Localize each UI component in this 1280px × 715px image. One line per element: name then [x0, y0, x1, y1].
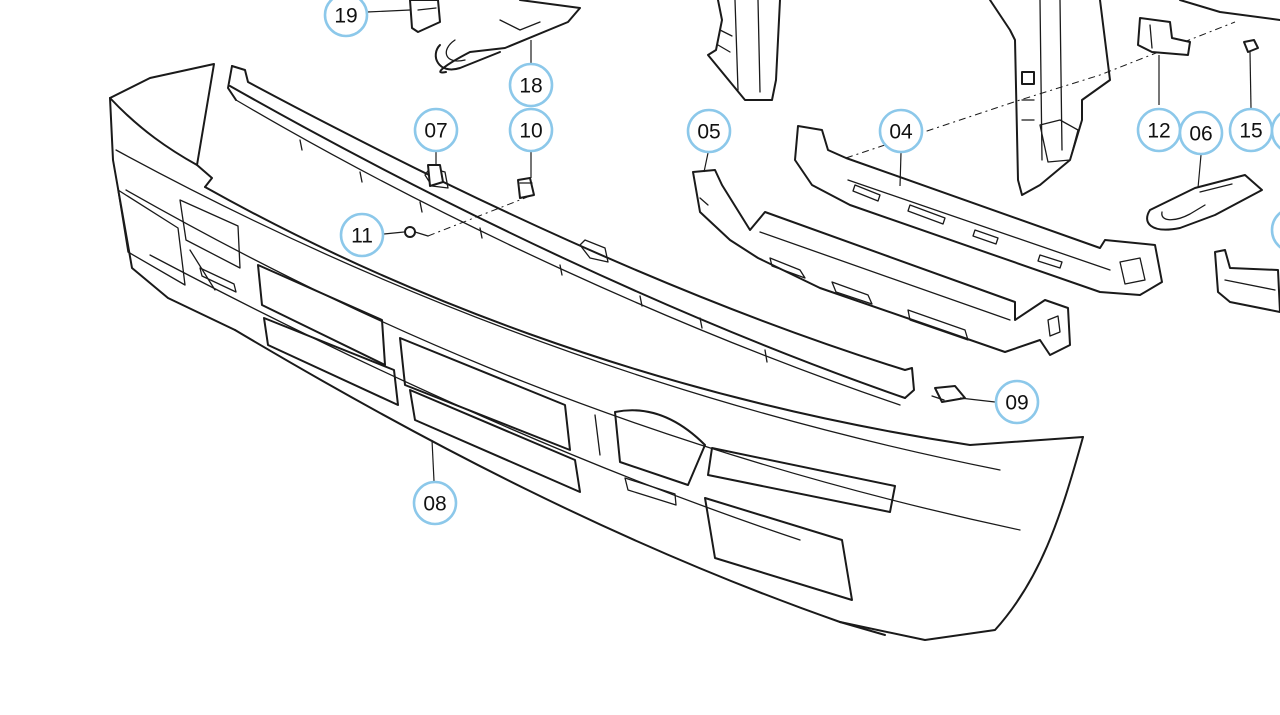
callout-label: 15 — [1239, 120, 1262, 143]
callout-circle — [508, 62, 554, 108]
callout-label: 05 — [697, 121, 720, 144]
callout-circle — [994, 379, 1040, 425]
callout-circle — [323, 0, 369, 38]
bracket-12 — [1137, 17, 1191, 56]
callout-label: 11 — [351, 225, 373, 248]
callout-06: 06 — [1178, 110, 1224, 156]
assembly-line-04 — [845, 21, 1236, 159]
tow-hook-plate-06 — [1146, 174, 1263, 231]
callout-circle — [339, 212, 385, 258]
callout-label: 10 — [519, 120, 542, 143]
center-vertical-bracket — [707, 0, 781, 101]
callout-label: 06 — [1189, 123, 1212, 146]
callout-label: 04 — [889, 121, 913, 144]
screw-11 — [404, 226, 429, 238]
callout-11: 11 — [339, 212, 385, 258]
top-bracket-19 — [409, 0, 441, 33]
assembly-line-11 — [427, 195, 531, 237]
callout-partial-edge-top — [1270, 112, 1280, 150]
callout-circle — [686, 108, 732, 154]
callout-label: 18 — [519, 75, 542, 98]
callout-10: 10 — [508, 107, 554, 153]
callout-05: 05 — [686, 108, 732, 154]
callout-circle — [1178, 110, 1224, 156]
support-bracket-05 — [692, 169, 1071, 356]
callout-label: 08 — [423, 493, 446, 516]
bumper-cover — [109, 63, 1084, 641]
callout-04: 04 — [878, 108, 924, 154]
bumper-reinforcement-strip — [227, 65, 915, 406]
callout-09: 09 — [994, 379, 1040, 425]
tow-hook-clip-18 — [434, 0, 581, 74]
clip-07 — [427, 164, 444, 187]
callout-08: 08 — [412, 480, 458, 526]
callout-07: 07 — [413, 107, 459, 153]
callout-18: 18 — [508, 62, 554, 108]
callout-label: 19 — [334, 5, 357, 28]
callout-layer: 19 18 07 10 11 05 04 12 06 15 09 08 — [323, 0, 1274, 526]
callout-circle — [412, 480, 458, 526]
callout-15: 15 — [1228, 107, 1274, 153]
screw-15 — [1243, 39, 1259, 53]
support-rail-04 — [794, 125, 1163, 296]
clip-10 — [517, 177, 535, 199]
clip-09 — [931, 385, 966, 403]
right-vertical-pillar — [989, 0, 1280, 196]
callout-circle — [878, 108, 924, 154]
callout-circle — [413, 107, 459, 153]
callout-label: 07 — [424, 120, 447, 143]
callout-19: 19 — [323, 0, 369, 38]
callout-label: 12 — [1147, 120, 1170, 143]
right-edge-bracket — [1214, 249, 1280, 313]
callout-circle — [508, 107, 554, 153]
callout-partial-edge — [1270, 211, 1280, 249]
callout-label: 09 — [1005, 392, 1028, 415]
leader-lines — [366, 9, 1252, 482]
callout-12: 12 — [1136, 107, 1182, 153]
